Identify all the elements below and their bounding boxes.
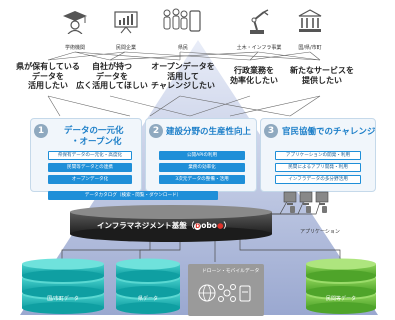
- need-3-line-1: オープンデータを: [151, 62, 215, 71]
- prefecture-data-cylinders: [116, 258, 180, 314]
- panel-1-item-1: 県保有データの一元化・高度化: [48, 151, 132, 160]
- need-5-line-2: 提供したい: [302, 75, 342, 85]
- need-1-line-2: データを: [31, 71, 64, 81]
- actor-label-residents: 県民: [177, 45, 189, 51]
- actor-label-civil: 土木・インフラ事業: [236, 45, 282, 51]
- panel-1-title-line-1: データの一元化: [64, 126, 124, 136]
- panel-2-item-1: 公開APIの利用: [159, 151, 245, 160]
- need-1-line-1: 県が保有している: [16, 62, 80, 71]
- need-5-line-1: 新たなサービスを: [290, 66, 354, 75]
- panel-3-item-1: アプリケーションの開発・利用: [275, 151, 361, 160]
- applications-label: アプリケーション: [300, 229, 340, 235]
- panel-1-item-3: オープンデータ化: [48, 175, 132, 184]
- infra-platform-label: インフラマネジメント基盤（Dobo●）: [97, 220, 231, 231]
- need-2-line-3: 広く活用してほしい: [76, 81, 148, 90]
- robot-arm-icon: [250, 9, 269, 34]
- panel-2-item-2: 業務の効率化: [159, 163, 245, 172]
- drone-globe-icons: [198, 284, 251, 302]
- infra-brand-text: obo: [201, 221, 217, 230]
- panel-1-item-2: 民間等データとの連携: [48, 163, 132, 172]
- actor-label-company: 民間企業: [115, 45, 137, 51]
- need-text-1: 県が保有している データを 活用したい: [16, 62, 80, 91]
- connector-lines: [47, 51, 321, 117]
- need-4-line-2: 効率化したい: [230, 75, 278, 85]
- academic-cap-icon: [63, 11, 87, 34]
- need-text-2: 自社が持つ データを 広く活用してほしい: [76, 62, 148, 91]
- application-devices-icon: [283, 191, 329, 213]
- municipal-data-cylinders: [22, 258, 104, 314]
- panel-1-title-line-2: ・オープン化: [71, 137, 122, 147]
- panel-2-item-3: 3次元データの整備・活用: [159, 175, 245, 184]
- panel-3-item-3: インフラデータの多分野活用: [275, 175, 361, 184]
- panel-2-title: 建設分野の生産性向上: [166, 127, 252, 137]
- panel-number-3: 3: [264, 124, 278, 138]
- need-1-line-3: 活用したい: [27, 81, 68, 90]
- infra-brand-badge: D: [194, 223, 202, 230]
- need-3-line-3: チャレンジしたい: [151, 81, 215, 90]
- panel-productivity: 2 建設分野の生産性向上 公開APIの利用 業務の効率化 3次元データの整備・活…: [145, 118, 257, 192]
- need-4-line-1: 行政業務を: [234, 66, 274, 75]
- db-label-prefecture: 県データ: [137, 296, 159, 302]
- panel-number-1: 1: [34, 124, 48, 138]
- infra-label-text: インフラマネジメント基盤（: [97, 221, 195, 230]
- government-building-icon: [298, 9, 322, 32]
- data-catalog-bar: データカタログ（検索・閲覧・ダウンロード）: [48, 191, 218, 200]
- db-label-private: 民間等データ: [325, 296, 357, 302]
- need-3-line-2: 活用して: [167, 71, 199, 81]
- db-label-municipal: 国/市町データ: [47, 296, 79, 302]
- chart-board-icon: [114, 11, 138, 34]
- infra-platform-cylinder: [70, 205, 272, 242]
- need-text-3: オープンデータを 活用して チャレンジしたい: [151, 62, 215, 91]
- residents-phone-icon: [163, 8, 201, 32]
- private-data-cylinders: [306, 258, 376, 314]
- db-label-drone: ドローン・モバイルデータ: [202, 269, 260, 274]
- panel-3-item-2: 民間によるアプリ開発・利用: [275, 163, 361, 172]
- actor-label-government: 国/県/市町: [298, 45, 322, 51]
- panel-public-private: 3 官民協働でのチャレンジ アプリケーションの開発・利用 民間によるアプリ開発・…: [260, 118, 376, 192]
- need-text-5: 新たなサービスを 提供したい: [290, 66, 354, 85]
- infra-brand-suffix: ）: [223, 221, 232, 230]
- panel-number-2: 2: [149, 124, 163, 138]
- actor-label-academic: 学術機関: [64, 45, 86, 51]
- need-text-4: 行政業務を 効率化したい: [230, 66, 278, 85]
- infra-brand-dot: ●: [216, 221, 224, 230]
- need-2-line-2: データを: [95, 71, 128, 81]
- need-2-line-1: 自社が持つ: [91, 62, 132, 71]
- panel-3-title: 官民協働でのチャレンジ: [282, 127, 376, 137]
- panel-data-unification: 1 データの一元化 ・オープン化 県保有データの一元化・高度化 民間等データとの…: [30, 118, 142, 192]
